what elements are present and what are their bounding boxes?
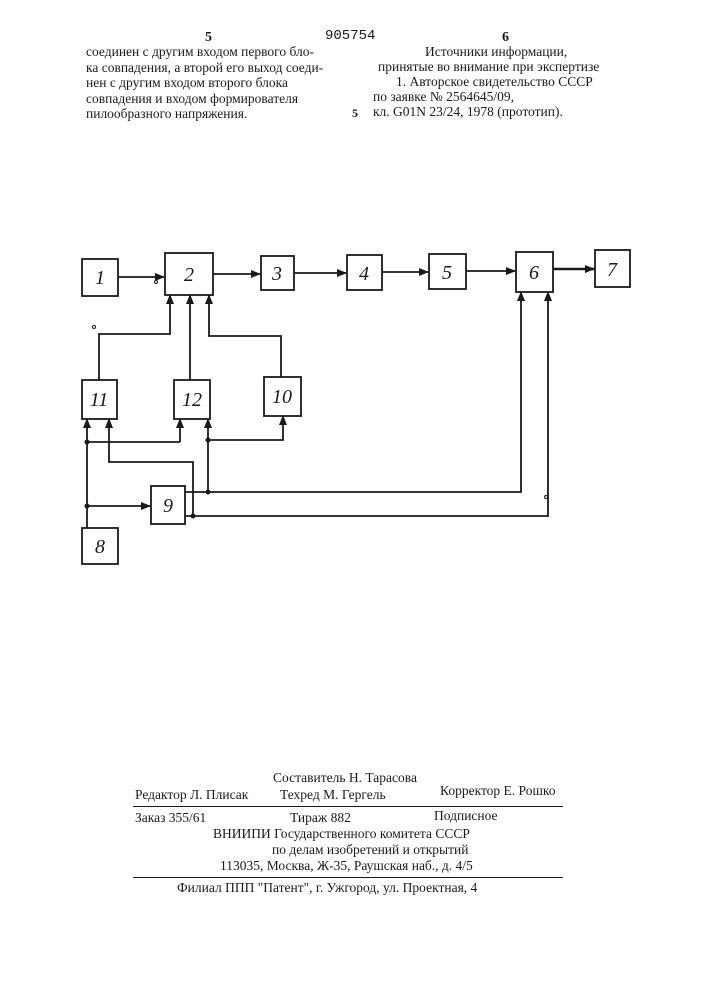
block-label: 7 bbox=[607, 259, 618, 281]
organization: ВНИИПИ Государственного комитета СССР bbox=[213, 826, 470, 842]
editor: Редактор Л. Плисак bbox=[135, 787, 248, 803]
rule-top bbox=[133, 806, 563, 807]
block-label: 2 bbox=[184, 264, 194, 286]
block-label: 1 bbox=[95, 267, 105, 289]
block-label: 11 bbox=[90, 389, 109, 411]
block-label: 5 bbox=[442, 262, 452, 284]
corrector: Корректор Е. Рошко bbox=[440, 783, 556, 799]
block-label: 6 bbox=[529, 262, 539, 284]
block-label: 4 bbox=[359, 263, 369, 285]
address: 113035, Москва, Ж-35, Раушская наб., д. … bbox=[220, 858, 473, 874]
block-label: 3 bbox=[271, 263, 282, 285]
order: Заказ 355/61 bbox=[135, 810, 206, 826]
techred: Техред М. Гергель bbox=[280, 787, 386, 803]
branch: Филиал ППП "Патент", г. Ужгород, ул. Про… bbox=[177, 880, 477, 896]
rule-bottom bbox=[133, 877, 563, 878]
compiler: Составитель Н. Тарасова bbox=[273, 770, 417, 786]
scan-specks bbox=[93, 281, 548, 499]
subscription: Подписное bbox=[434, 808, 498, 824]
block-label: 9 bbox=[163, 495, 173, 517]
block-label: 12 bbox=[182, 389, 202, 411]
organization-sub: по делам изобретений и открытий bbox=[272, 842, 468, 858]
block-label: 10 bbox=[272, 386, 292, 408]
circulation: Тираж 882 bbox=[290, 810, 351, 826]
block-label: 8 bbox=[95, 536, 105, 558]
